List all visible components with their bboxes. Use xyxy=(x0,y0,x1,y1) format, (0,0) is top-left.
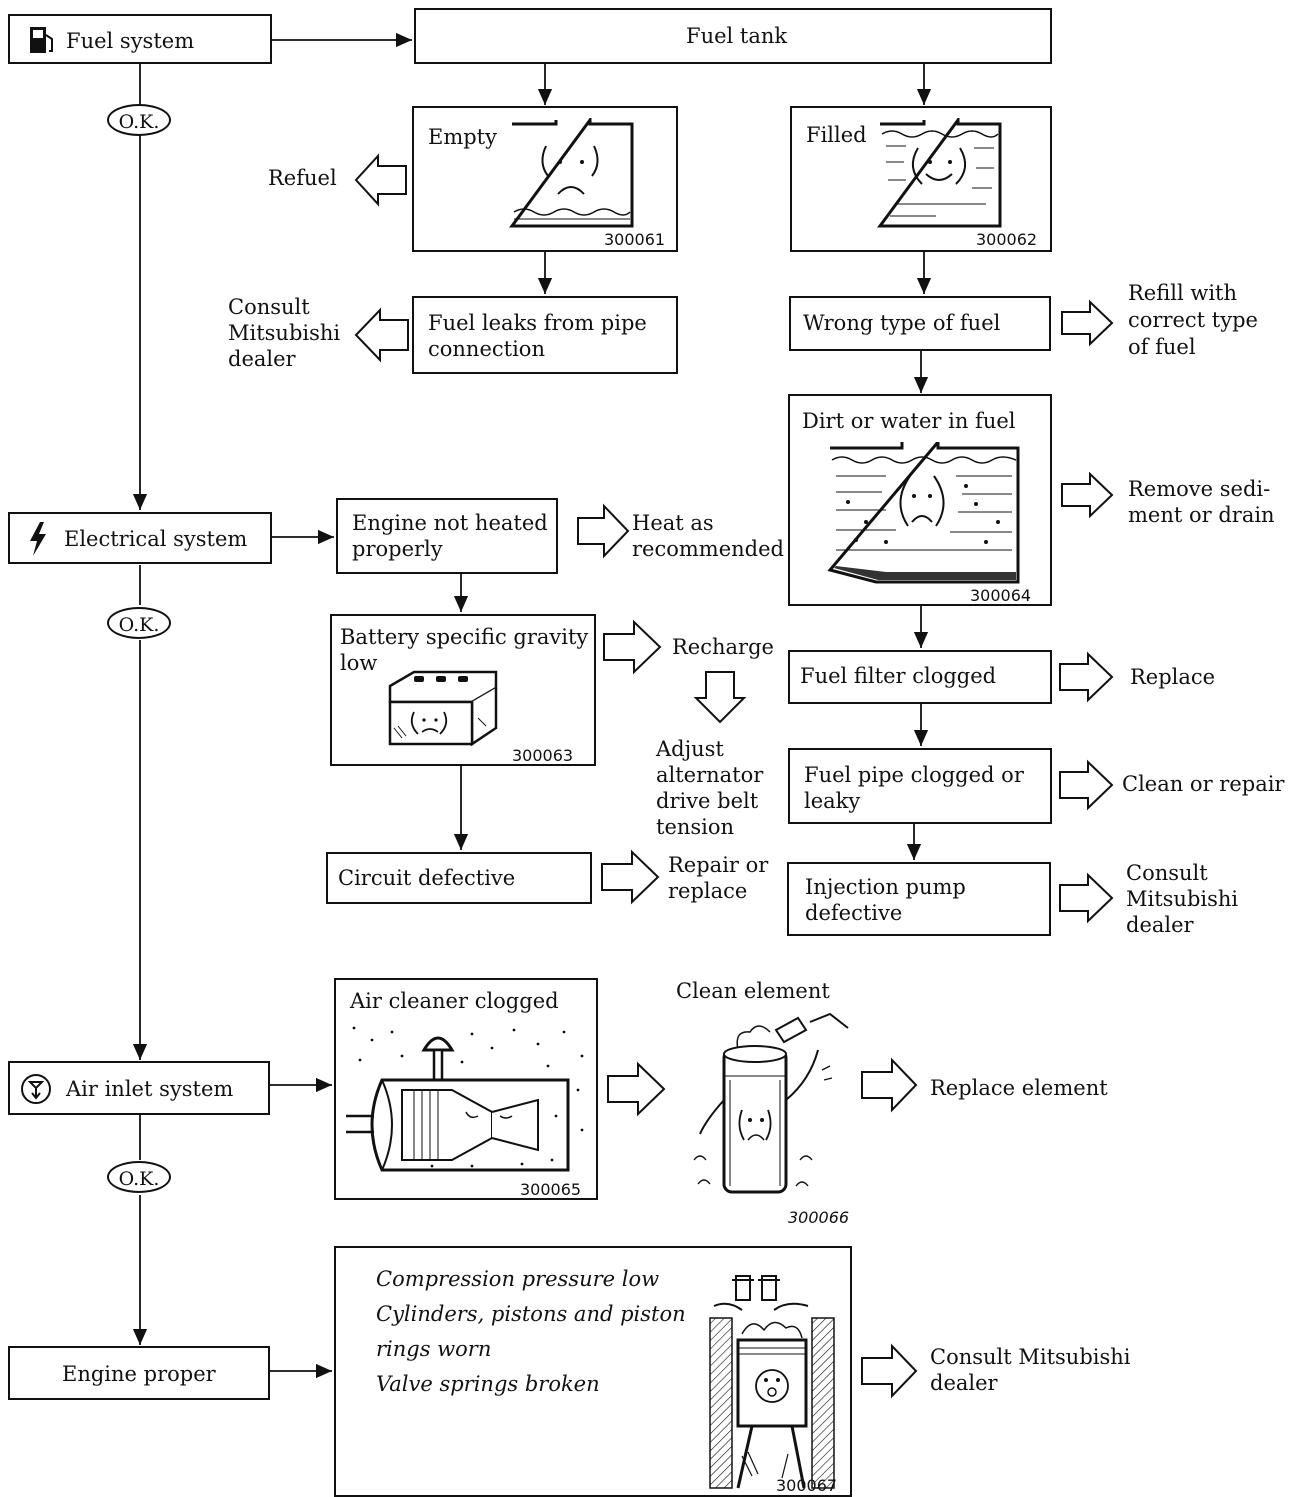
empty-tank-illustration xyxy=(509,118,634,228)
recharge-label: Recharge xyxy=(672,635,774,659)
battery-box: Battery specific gravity low 300063 xyxy=(330,614,596,766)
ok-badge-1: O.K. xyxy=(107,104,171,136)
remove-sediment-label: Remove sedi- ment or drain xyxy=(1128,477,1275,527)
clean-repair-label: Clean or repair xyxy=(1122,772,1285,796)
engine-causes-label: Compression pressure low Cylinders, pist… xyxy=(376,1267,686,1396)
battery-code: 300063 xyxy=(512,746,574,765)
fuel-system-box: Fuel system xyxy=(8,14,272,64)
replace-label: Replace xyxy=(1130,665,1216,689)
filled-tank-illustration xyxy=(877,118,1002,228)
air-inlet-system-box: Air inlet system xyxy=(8,1061,270,1115)
replace-element-label: Replace element xyxy=(930,1076,1108,1100)
repair-replace-label: Repair or replace xyxy=(668,853,769,903)
battery-illustration xyxy=(388,670,498,747)
injection-pump-label: Injection pump defective xyxy=(805,875,966,925)
engine-code: 300067 xyxy=(776,1476,838,1495)
fuel-system-label: Fuel system xyxy=(66,29,195,53)
filled-tank-box: Filled 300062 xyxy=(790,106,1052,252)
electrical-system-box: Electrical system xyxy=(8,512,272,564)
consult-dealer-1: Consult Mitsubishi dealer xyxy=(228,295,341,371)
adjust-belt-label: Adjust alternator drive belt tension xyxy=(656,737,764,839)
dirty-tank-illustration xyxy=(827,442,1020,584)
ok-badge-3: O.K. xyxy=(107,1161,171,1193)
air-cleaner-label: Air cleaner clogged xyxy=(350,989,559,1013)
circuit-defective-box: Circuit defective xyxy=(326,852,592,904)
fuel-filter-box: Fuel filter clogged xyxy=(788,650,1052,704)
heat-label: Heat as recommended xyxy=(632,511,784,561)
clean-element-illustration xyxy=(693,1012,849,1194)
fuel-pipe-box: Fuel pipe clogged or leaky xyxy=(788,748,1052,824)
dirt-water-label: Dirt or water in fuel xyxy=(802,409,1016,433)
fuel-filter-label: Fuel filter clogged xyxy=(800,664,997,688)
dirt-water-code: 300064 xyxy=(970,586,1032,605)
cylinder-piston-illustration xyxy=(709,1275,835,1489)
consult-dealer-2: Consult Mitsubishi dealer xyxy=(1126,861,1239,937)
circuit-defective-label: Circuit defective xyxy=(338,866,516,890)
filled-label: Filled xyxy=(806,123,867,147)
fuel-leaks-label: Fuel leaks from pipe connection xyxy=(428,311,647,361)
air-cleaner-illustration xyxy=(346,1026,584,1172)
fuel-pump-icon xyxy=(30,27,53,53)
consult-dealer-3: Consult Mitsubishi dealer xyxy=(930,1345,1131,1395)
engine-causes-box: Compression pressure low Cylinders, pist… xyxy=(334,1246,852,1497)
empty-code: 300061 xyxy=(604,230,666,249)
fuel-pipe-label: Fuel pipe clogged or leaky xyxy=(804,763,1024,813)
empty-tank-box: Empty 300061 xyxy=(412,106,678,252)
dirt-water-box: Dirt or water in fuel 300064 xyxy=(788,394,1052,606)
lightning-icon xyxy=(30,522,46,556)
wrong-fuel-label: Wrong type of fuel xyxy=(803,311,1001,335)
wrong-fuel-box: Wrong type of fuel xyxy=(789,296,1051,351)
filled-code: 300062 xyxy=(976,230,1038,249)
fuel-tank-box: Fuel tank xyxy=(414,8,1052,64)
air-cleaner-code: 300065 xyxy=(520,1180,582,1199)
element-code: 300066 xyxy=(788,1208,850,1227)
injection-pump-box: Injection pump defective xyxy=(787,862,1051,936)
fuel-tank-label: Fuel tank xyxy=(686,24,788,48)
engine-not-heated-label: Engine not heated properly xyxy=(352,511,548,561)
ok-badge-2: O.K. xyxy=(107,607,171,639)
air-inlet-icon xyxy=(21,1074,51,1104)
refuel-label: Refuel xyxy=(268,166,337,190)
electrical-system-label: Electrical system xyxy=(64,527,248,551)
empty-label: Empty xyxy=(428,125,497,149)
engine-not-heated-box: Engine not heated properly xyxy=(336,498,558,574)
refill-label: Refill with correct type of fuel xyxy=(1128,281,1258,359)
fuel-leaks-box: Fuel leaks from pipe connection xyxy=(412,296,678,374)
engine-proper-box: Engine proper xyxy=(8,1346,270,1400)
engine-proper-label: Engine proper xyxy=(62,1362,216,1386)
air-cleaner-box: Air cleaner clogged 300065 xyxy=(334,978,598,1200)
battery-label: Battery specific gravity low xyxy=(340,625,589,675)
clean-element-label: Clean element xyxy=(676,979,830,1003)
air-inlet-system-label: Air inlet system xyxy=(66,1077,234,1101)
